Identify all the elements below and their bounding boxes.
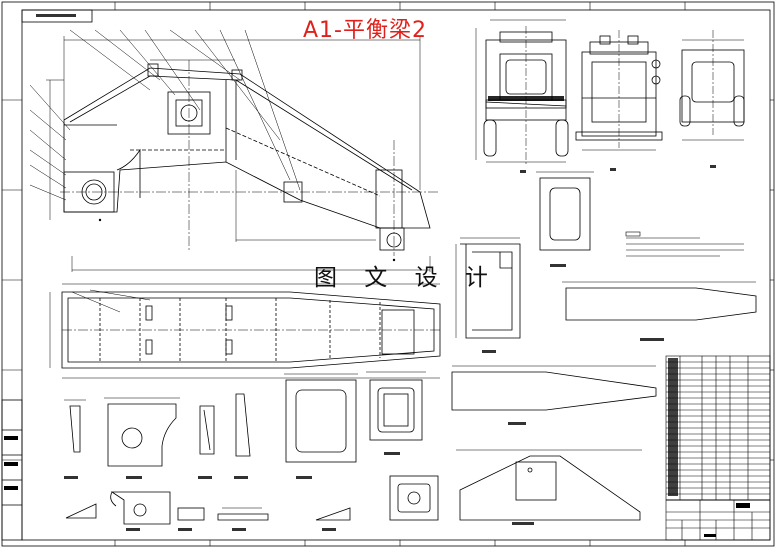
filled-marks	[4, 96, 750, 537]
plan-view	[49, 283, 441, 379]
title-block	[666, 500, 770, 540]
part-tapered-plate-top	[562, 281, 757, 321]
section-b-b	[575, 30, 663, 151]
part-rect-tube-2	[284, 373, 358, 463]
part-channel	[455, 237, 521, 339]
part-small-3	[235, 393, 251, 457]
part-bottom-strip	[217, 507, 269, 521]
section-a-a	[475, 19, 569, 165]
part-bottom-pad	[177, 507, 205, 521]
part-rect-tube-1	[536, 171, 594, 251]
drawing-title: A1-平衡梁2	[303, 18, 427, 43]
side-strip	[1, 399, 23, 541]
part-small-1	[64, 399, 86, 453]
part-bottom-bracket	[110, 491, 171, 525]
leader-lines	[29, 29, 301, 201]
parts-list-table	[665, 355, 771, 541]
inner-frame	[21, 9, 771, 541]
part-small-2	[199, 405, 215, 455]
part-bottom-wedge-2	[315, 507, 351, 521]
watermark-text: 图 文 设 计	[314, 265, 498, 291]
part-bottom-wedge	[65, 503, 97, 519]
part-tapered-plate-long	[451, 365, 657, 411]
technical-notes	[625, 231, 744, 257]
part-plate-with-hole	[104, 397, 180, 467]
drawing-code-box	[21, 9, 93, 23]
main-beam-elevation	[46, 36, 440, 272]
section-c-c	[679, 30, 745, 141]
annotation-marks	[36, 14, 716, 531]
part-small-box	[389, 475, 439, 521]
part-rect-tube-3	[366, 371, 426, 441]
part-side-plate	[456, 449, 642, 521]
